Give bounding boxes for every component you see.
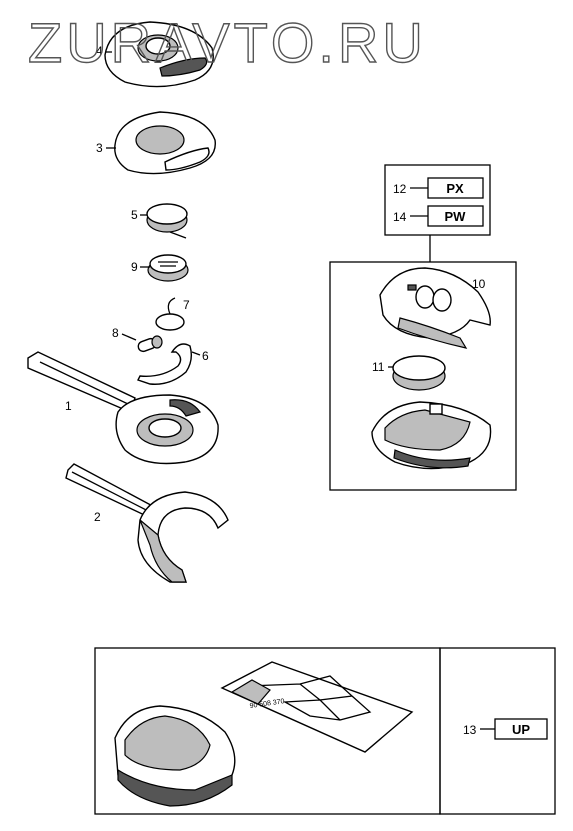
sticker-number: 90 508 370	[249, 698, 285, 710]
part-5-battery	[146, 203, 188, 239]
code-pw: PW	[445, 209, 467, 224]
callout-2: 2	[94, 510, 101, 524]
callout-13: 13	[463, 723, 477, 737]
part-9-battery-holder	[147, 254, 189, 282]
part-4-top-cover	[104, 21, 214, 88]
callout-3: 3	[96, 141, 103, 155]
callout-10: 10	[472, 277, 486, 291]
code-up: UP	[512, 722, 530, 737]
watermark-text: ZURAVTO.RU	[28, 11, 427, 74]
callout-11: 11	[372, 360, 385, 374]
code-box-px-pw: 12 PX 14 PW	[384, 164, 491, 262]
callout-7: 7	[183, 298, 190, 312]
part-3-button-cover	[114, 111, 216, 175]
callout-12: 12	[393, 182, 407, 196]
code-px: PX	[446, 181, 464, 196]
callout-9: 9	[131, 260, 138, 274]
part-7-contact-spring	[155, 297, 185, 331]
part-6-clip	[137, 343, 193, 385]
callout-4: 4	[96, 44, 103, 58]
part-1-key-housing	[27, 351, 219, 465]
callout-8: 8	[112, 326, 119, 340]
remote-parts-panel: 10 11	[329, 261, 517, 491]
remote-assembly-panel: 90 508 370	[94, 647, 441, 815]
callout-6: 6	[202, 349, 209, 363]
callout-5: 5	[131, 208, 138, 222]
part-8-led	[137, 335, 163, 353]
callout-1: 1	[65, 399, 72, 413]
code-box-up: 13 UP	[439, 647, 556, 815]
part-2-key-blade	[65, 463, 229, 583]
callout-14: 14	[393, 210, 407, 224]
